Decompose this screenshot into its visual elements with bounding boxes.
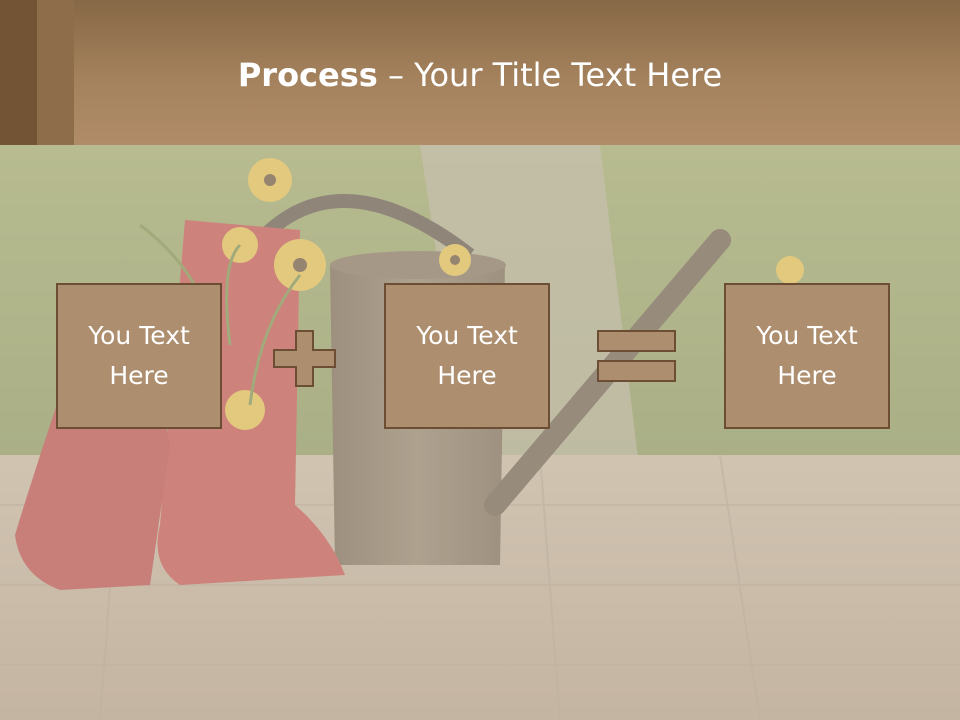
header-accent-bar xyxy=(0,0,37,145)
process-box-1[interactable]: You Text Here xyxy=(56,283,222,429)
header-bar: Process – Your Title Text Here xyxy=(0,0,960,145)
process-box-label: You Text Here xyxy=(416,321,518,390)
process-box-3[interactable]: You Text Here xyxy=(724,283,890,429)
header-accent-bar xyxy=(37,0,74,145)
plus-icon xyxy=(273,330,336,387)
equals-icon xyxy=(597,330,676,382)
slide-title[interactable]: Process – Your Title Text Here xyxy=(0,54,960,96)
process-box-2[interactable]: You Text Here xyxy=(384,283,550,429)
process-box-label: You Text Here xyxy=(88,321,190,390)
title-bold: Process xyxy=(237,56,378,94)
photo-overlay xyxy=(0,145,960,720)
title-rest: – Your Title Text Here xyxy=(377,56,723,94)
process-box-label: You Text Here xyxy=(756,321,858,390)
